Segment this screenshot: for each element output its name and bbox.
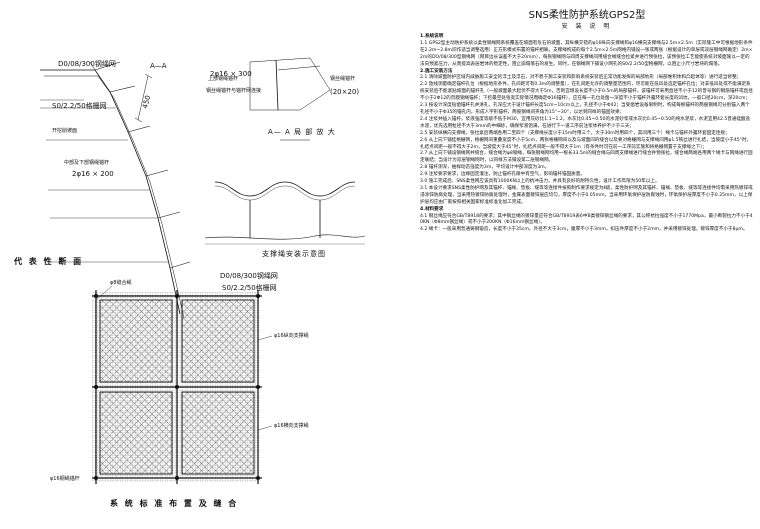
label-anchor-size-top: 2φ16 × 300	[210, 70, 252, 78]
spec-heading: 4.材料要求	[420, 206, 444, 212]
label-top-rope-note: 钢丝绳锚杆与锚杆网连接	[206, 88, 262, 94]
spec-paragraph: 1.1 GPS2型主动防护系统以柔性钢绳网系统覆盖在坡面有危石的坡面，其纵横交错…	[420, 40, 753, 67]
label-section-a-detail: A— A 局 部 放 大	[268, 128, 336, 136]
drawing-canvas	[40, 57, 366, 484]
label-net-inner-spec-2: S0/2.2/50格栅网	[222, 284, 277, 292]
spec-paragraph: 2.9 注浆要求要求，边缘固定灌注，防止锚杆孔眼中有空气，影响锚杆锚固质量。	[420, 172, 585, 178]
spec-paragraph: 2.8 锚杆测深，抽样动态强度为3m，平均设计中部深度为3m。	[420, 165, 550, 171]
spec-paragraph: 3.0 施工完成后，SNS柔性网应该具有1000KN以上的抗冲击力，并具有良好的…	[420, 179, 660, 185]
label-tie-wire: φ8缝合绳	[110, 280, 132, 286]
dimension-line	[134, 73, 153, 123]
label-anchor-size-bottom: 2φ16 × 200	[72, 170, 114, 178]
label-section-title: 代 表 性 断 面	[14, 257, 84, 266]
anchor-bolts	[94, 61, 191, 269]
spec-heading: 2.施工安装方法	[420, 68, 453, 74]
spec-paragraph: 2.5 安装纵横向支撑绳，张拉紧后两端各用二至四个（支撑绳长度小于15m时用三个…	[420, 130, 730, 136]
spec-paragraph: 2.1 清除坡面防护区域内威胁施工安全的浮土及浮石，对不稳于施工安装和影响系统安…	[420, 75, 742, 81]
label-tie-rope-note: 支撑绳安装示意图	[262, 250, 326, 258]
label-mid-anchor-note: 中部及下部钢绳锚杆	[64, 160, 110, 166]
label-net-top-spec: D0/08/300钢绳网	[58, 60, 116, 68]
spec-subtitle: 安 装 说 明	[561, 23, 613, 30]
section-profile	[40, 61, 185, 319]
spec-paragraph: 4.2 绳卡：一般采用普通铸钢锻造，长度不小于35cm，外径不大于3cm，腹厚不…	[420, 227, 748, 233]
label-rope-right-1: φ16纵向支撑绳	[274, 333, 309, 339]
spec-title: SNS柔性防护系统GPS2型	[528, 10, 646, 21]
label-layout-title: 系 统 标 准 布 置 及 缝 合	[110, 499, 239, 508]
detail-aa	[249, 57, 331, 141]
spec-paragraph: 2.3 按设计深度钻凿锚杆孔并清孔，孔深应大于设计锚杆长度5cm~10cm以上，…	[420, 103, 750, 115]
label-rope-right-2: φ16横向支撑绳	[274, 423, 309, 429]
label-rope-anchor-note: 钢丝绳锚杆	[330, 76, 356, 82]
label-net-inner-spec: S0/2.2/50格栅网	[52, 102, 107, 110]
label-rope-anchor-size: (20×20)	[330, 88, 360, 96]
label-net-top-spec-2: D0/08/300钢绳网	[220, 272, 278, 280]
spec-paragraph: 4.1 钢丝绳应符合GB/T8918的要求；其中钢丝绳的镀锌量应符合GB/T89…	[420, 213, 753, 226]
engineering-drawing: D0/08/300钢绳网 S0/2.2/50格栅网 A—A 上部钢绳锚杆 2φ1…	[14, 57, 366, 508]
spec-paragraph: 3.1 本设计要求SNS柔性防护网及其锚杆、锚绳、垫板、缝等等连接件按照制作要求…	[420, 185, 753, 205]
spec-paragraph: 2.6 从上向下铺挂格栅网，格栅网间重叠宽度不小于5cm，两张格栅网间以及与坡面…	[420, 137, 752, 150]
spec-heading: 1.系统说明	[420, 34, 444, 39]
label-anchor-bottom: φ16钢绳锚杆	[50, 476, 80, 482]
spec-paragraph: 2.2 放线测量确定锚杆孔位（根据地形条件，孔间距可有0.3m的调整量），在孔间…	[420, 82, 753, 102]
label-slope-note: 开挖削坡面	[52, 128, 78, 134]
label-anchor-note: 上部钢绳锚杆	[208, 76, 239, 82]
mesh-layout	[92, 285, 273, 484]
spec-paragraph: 2.4 注浆并插入锚杆，浆液强度等级不低于M30，宜用灰砂比1:1~1.2，水灰…	[420, 116, 751, 129]
tie-rope-sketch	[204, 181, 366, 245]
label-section-a: A—A	[150, 62, 167, 70]
spec-paragraph: 2.7 从上向下铺设钢绳网并缝合，缝合绳为φ8钢绳，每张钢绳网均用一根长33.5…	[420, 151, 753, 164]
